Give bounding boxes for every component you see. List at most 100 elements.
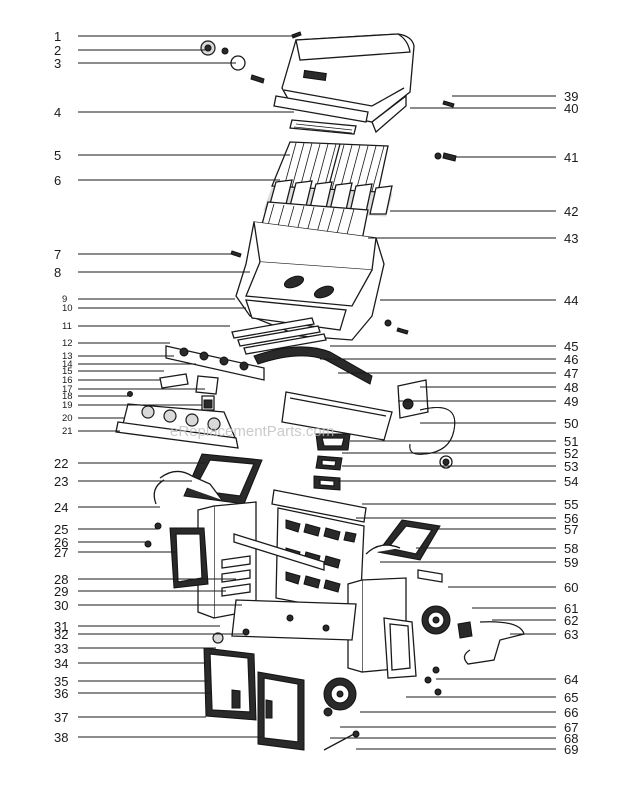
callout-number: 1: [54, 29, 61, 44]
callout-number: 12: [62, 338, 73, 349]
callout-58: 58: [416, 541, 578, 556]
callout-42: 42: [390, 204, 578, 219]
callout-66: 66: [360, 705, 578, 720]
callout-23: 23: [54, 474, 192, 489]
callout-number: 22: [54, 456, 68, 471]
callout-number: 30: [54, 598, 68, 613]
callout-8: 8: [54, 265, 250, 280]
callout-number: 31: [54, 619, 68, 634]
callout-number: 45: [564, 339, 578, 354]
callout-6: 6: [54, 173, 280, 188]
callout-51: 51: [350, 434, 578, 449]
part-burner-tubes: [231, 317, 373, 385]
callout-61: 61: [472, 601, 578, 616]
callout-45: 45: [330, 339, 578, 354]
part-grease-tray: [281, 391, 393, 441]
callout-4: 4: [54, 105, 294, 120]
callout-number: 14: [62, 359, 73, 370]
callout-50: 50: [420, 416, 578, 431]
callout-number: 13: [62, 351, 73, 362]
callout-31: 31: [54, 619, 220, 634]
watermark: eReplacementParts.com: [170, 423, 334, 440]
part-left-door: [203, 647, 257, 721]
callout-number: 17: [62, 384, 73, 395]
callout-68: 68: [330, 731, 578, 746]
part-right-side-shelf: [365, 519, 443, 583]
callout-69: 69: [356, 742, 578, 757]
callout-number: 26: [54, 535, 68, 550]
callout-number: 53: [564, 459, 578, 474]
part-gas-regulator: [397, 379, 456, 469]
callout-14: 14: [62, 359, 196, 370]
callout-number: 66: [564, 705, 578, 720]
callout-20: 20: [62, 413, 124, 424]
callout-number: 39: [564, 89, 578, 104]
callout-60: 60: [448, 580, 578, 595]
callout-number: 43: [564, 231, 578, 246]
callout-39: 39: [452, 89, 578, 104]
callout-number: 62: [564, 613, 578, 628]
callout-13: 13: [62, 351, 174, 362]
callout-number: 69: [564, 742, 578, 757]
callout-number: 48: [564, 380, 578, 395]
callout-35: 35: [54, 674, 208, 689]
callout-number: 40: [564, 101, 578, 116]
callout-12: 12: [62, 338, 170, 349]
callout-16: 16: [62, 375, 160, 386]
callout-number: 50: [564, 416, 578, 431]
callout-15: 15: [62, 366, 164, 377]
callout-number: 65: [564, 690, 578, 705]
callout-10: 10: [62, 303, 246, 314]
callout-11: 11: [62, 321, 230, 332]
callout-33: 33: [54, 641, 216, 656]
callout-number: 63: [564, 627, 578, 642]
callout-number: 42: [564, 204, 578, 219]
callout-number: 57: [564, 522, 578, 537]
part-left-cabinet: [144, 501, 257, 619]
part-left-side-shelf: [153, 453, 263, 505]
part-cooking-grate: [271, 141, 389, 193]
part-bottom-shelf: [212, 599, 357, 644]
callout-2: 2: [54, 43, 205, 58]
callout-number: 8: [54, 265, 61, 280]
callout-number: 27: [54, 545, 68, 560]
part-warming-rack: [289, 119, 357, 135]
callout-number: 58: [564, 541, 578, 556]
callout-52: 52: [342, 446, 578, 461]
callout-number: 10: [62, 303, 73, 314]
callout-number: 24: [54, 500, 68, 515]
callout-number: 55: [564, 497, 578, 512]
callout-59: 59: [380, 555, 578, 570]
callout-number: 49: [564, 394, 578, 409]
callout-34: 34: [54, 656, 206, 671]
callout-17: 17: [62, 384, 205, 395]
callout-number: 41: [564, 150, 578, 165]
callout-36: 36: [54, 686, 212, 701]
callout-number: 59: [564, 555, 578, 570]
callout-7: 7: [54, 247, 232, 262]
callout-32: 32: [54, 627, 246, 642]
callout-46: 46: [320, 352, 578, 367]
callout-9: 9: [62, 294, 235, 305]
callout-47: 47: [338, 366, 578, 381]
callout-number: 18: [62, 391, 73, 402]
part-cookbox: [235, 221, 385, 341]
callout-21: 21: [62, 426, 120, 437]
part-lid: [273, 33, 415, 134]
callout-37: 37: [54, 710, 206, 725]
part-screw-top: [291, 31, 302, 39]
callout-number: 64: [564, 672, 578, 687]
part-right-cabinet: [347, 577, 417, 679]
callout-19: 19: [62, 400, 202, 411]
callout-24: 24: [54, 500, 160, 515]
callout-number: 44: [564, 293, 578, 308]
part-catch-pan: [313, 433, 351, 491]
callout-number: 51: [564, 434, 578, 449]
callout-number: 3: [54, 56, 61, 71]
callout-25: 25: [54, 522, 158, 537]
callout-number: 28: [54, 572, 68, 587]
callout-48: 48: [420, 380, 578, 395]
callout-56: 56: [356, 511, 578, 526]
callout-3: 3: [54, 56, 236, 71]
callout-number: 46: [564, 352, 578, 367]
